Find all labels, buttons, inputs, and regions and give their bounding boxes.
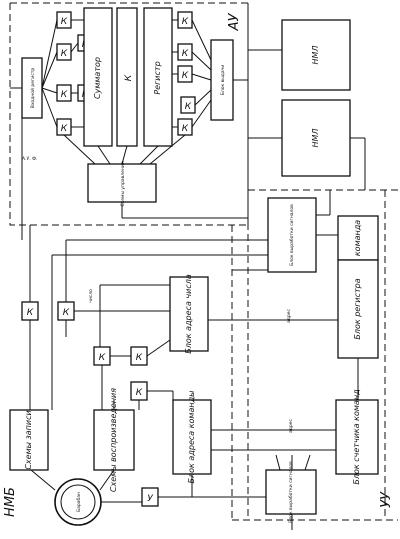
svg-text:К: К [61, 17, 68, 27]
svg-text:К: К [136, 353, 143, 363]
output-block-label: Блок выдачи [220, 65, 226, 96]
signal-block [267, 197, 317, 273]
arith-unit: Входной регистр К К К К К К Сумматор К Р… [10, 7, 248, 218]
input-register-label: Входной регистр [29, 68, 36, 109]
region-outlines [9, 2, 398, 521]
control-circuits-label: Схемы управления [120, 161, 126, 206]
svg-text:К: К [61, 124, 68, 134]
counter-block [335, 399, 379, 475]
svg-text:К: К [61, 90, 68, 100]
write-circuits-block [9, 409, 49, 471]
register-block [143, 7, 173, 147]
signal-block-bottom-label: Блок выработки сигналов [288, 461, 294, 523]
svg-text:К: К [124, 74, 134, 81]
adder-label: Сумматор [93, 57, 102, 99]
svg-text:К: К [63, 308, 70, 318]
register-block-main [337, 259, 379, 359]
register-block-label: Блок регистра [353, 278, 362, 339]
k-column-left: К К К К [56, 11, 72, 136]
svg-text:К: К [185, 102, 192, 112]
k-column-right: К К К К К [177, 11, 196, 136]
control-section: Блок выработки сигналов команда Блок рег… [9, 118, 379, 530]
svg-text:К: К [136, 388, 143, 398]
register-label: Регистр [153, 61, 162, 94]
amplifier-label: У [147, 494, 153, 504]
au-code-label: А.У. Ф. [22, 156, 37, 162]
command-address-block [172, 399, 212, 475]
tape-drives: НМЛ НМЛ [248, 19, 366, 190]
nml-top-label: НМЛ [311, 46, 320, 65]
command-address-label: Блок адреса команды [187, 391, 196, 484]
read-circuits-block [93, 409, 135, 471]
drum-label: Барабан [76, 492, 82, 512]
number-address-block [169, 276, 209, 352]
label-uu: УУ [379, 491, 394, 508]
signal-block-label: Блок выработки сигналов [289, 204, 295, 266]
read-circuits-label: Схемы воспроизведения [109, 388, 118, 492]
annotation-address-b: адрес [289, 418, 294, 432]
au-wiring [10, 19, 248, 218]
main-wiring [21, 118, 359, 530]
svg-text:К: К [182, 49, 189, 59]
label-nmb: НМБ [3, 487, 18, 517]
adder-block [83, 7, 113, 147]
annotation-number: число [89, 289, 94, 303]
counter-block-label: Блок счетчика команд [352, 389, 361, 485]
command-label: команда [353, 220, 362, 256]
svg-text:К: К [27, 308, 34, 318]
signal-block-bottom [265, 469, 317, 515]
svg-text:К: К [61, 49, 68, 59]
annotation-address-a: адрес [287, 308, 292, 322]
nml-top-block [281, 19, 351, 91]
nml-bottom-label: НМЛ [311, 129, 320, 148]
k-boxes-main: К К К К К [21, 301, 148, 401]
svg-text:К: К [182, 124, 189, 134]
command-block [337, 215, 379, 261]
write-circuits-label: Схемы записи [24, 410, 33, 469]
label-au: АУ [227, 13, 242, 32]
svg-text:К: К [182, 17, 189, 27]
number-address-label: Блок адреса числа [184, 274, 193, 354]
svg-text:К: К [99, 353, 106, 363]
svg-text:К: К [182, 71, 189, 81]
